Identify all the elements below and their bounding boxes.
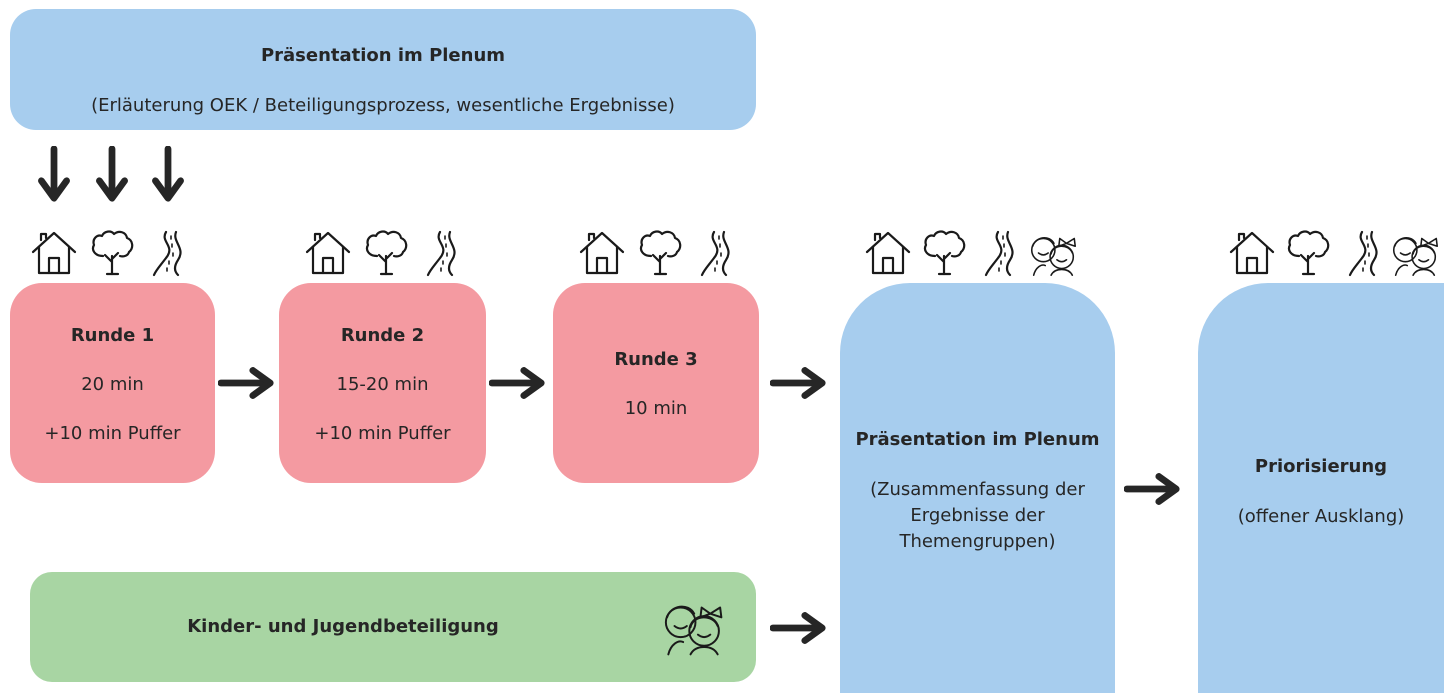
tree-icon xyxy=(86,228,138,278)
house-icon xyxy=(302,228,354,278)
round-1-box: Runde 1 20 min +10 min Puffer xyxy=(10,283,215,483)
house-icon xyxy=(576,228,628,278)
house-icon xyxy=(1226,228,1278,278)
prioritization-subtitle: (offener Ausklang) xyxy=(1237,506,1405,527)
round-2-buffer: +10 min Puffer xyxy=(314,423,451,444)
round-3-box: Runde 3 10 min xyxy=(553,283,759,483)
children-icon xyxy=(1024,228,1082,278)
icon-row-plenum xyxy=(862,228,1092,278)
round-2-duration: 15-20 min xyxy=(336,374,429,395)
round-1-title: Runde 1 xyxy=(70,325,155,346)
icon-row-runde-1 xyxy=(28,228,198,278)
arrow-right-icon xyxy=(489,365,547,401)
top-plenum-subtitle: (Erläuterung OEK / Beteiligungsprozess, … xyxy=(91,95,675,116)
round-3-duration: 10 min xyxy=(624,398,688,419)
plenum-summary-title: Präsentation im Plenum xyxy=(855,429,1100,450)
plenum-summary-box: Präsentation im Plenum (Zusammenfassung … xyxy=(840,283,1115,693)
house-icon xyxy=(862,228,914,278)
round-1-buffer: +10 min Puffer xyxy=(44,423,181,444)
arrow-down-icon xyxy=(36,146,72,204)
arrow-right-icon xyxy=(218,365,276,401)
tree-icon xyxy=(634,228,686,278)
prioritization-box: Priorisierung (offener Ausklang) xyxy=(1198,283,1444,693)
road-icon xyxy=(974,228,1024,278)
plenum-summary-line-1: (Zusammenfassung der xyxy=(870,479,1085,500)
youth-participation-box: Kinder- und Jugendbeteiligung xyxy=(30,572,756,682)
arrow-right-icon xyxy=(1124,471,1182,507)
plenum-summary-line-3: Themengruppen) xyxy=(899,531,1056,552)
road-icon xyxy=(690,228,740,278)
plenum-summary-line-2: Ergebnisse der xyxy=(910,505,1045,526)
arrow-right-icon xyxy=(770,365,828,401)
arrow-down-icon xyxy=(150,146,186,204)
tree-icon xyxy=(1282,228,1334,278)
tree-icon xyxy=(360,228,412,278)
children-icon xyxy=(656,594,730,658)
icon-row-runde-3 xyxy=(576,228,746,278)
youth-participation-label: Kinder- und Jugendbeteiligung xyxy=(187,616,499,637)
road-icon xyxy=(142,228,192,278)
icon-row-runde-2 xyxy=(302,228,472,278)
prioritization-title: Priorisierung xyxy=(1254,456,1388,477)
arrow-right-icon xyxy=(770,610,828,646)
tree-icon xyxy=(918,228,970,278)
icon-row-priorisierung xyxy=(1226,228,1444,278)
round-1-duration: 20 min xyxy=(81,374,144,395)
round-2-box: Runde 2 15-20 min +10 min Puffer xyxy=(279,283,486,483)
house-icon xyxy=(28,228,80,278)
round-2-title: Runde 2 xyxy=(340,325,425,346)
arrow-down-icon xyxy=(94,146,130,204)
round-3-title: Runde 3 xyxy=(614,349,698,370)
road-icon xyxy=(416,228,466,278)
road-icon xyxy=(1338,228,1388,278)
children-icon xyxy=(1386,228,1444,278)
top-plenum-banner: Präsentation im Plenum (Erläuterung OEK … xyxy=(10,9,756,130)
top-plenum-title: Präsentation im Plenum xyxy=(260,45,506,66)
